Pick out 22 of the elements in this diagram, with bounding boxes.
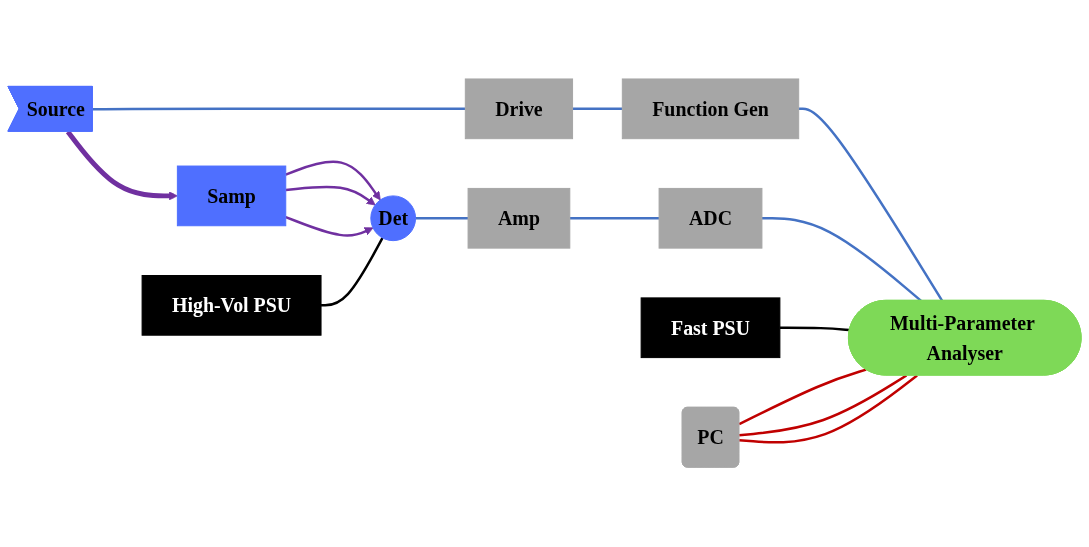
connector bbox=[798, 108, 944, 302]
connector bbox=[321, 237, 384, 308]
connector bbox=[738, 368, 867, 426]
connector bbox=[739, 375, 918, 445]
connector bbox=[779, 326, 850, 332]
node-box: Amp bbox=[467, 188, 571, 250]
node-box: Function Gen bbox=[621, 78, 800, 140]
node-box: Drive bbox=[464, 78, 574, 140]
arrow bbox=[285, 216, 374, 238]
connector bbox=[92, 108, 466, 112]
node-box: Fast PSU bbox=[640, 297, 781, 359]
node-box: High-Vol PSU bbox=[141, 275, 322, 337]
node-box: Samp bbox=[176, 166, 287, 227]
node-box: ADC bbox=[658, 188, 763, 250]
arrow bbox=[65, 130, 178, 201]
connector bbox=[572, 108, 623, 111]
connector bbox=[569, 217, 660, 220]
arrow bbox=[285, 160, 381, 201]
arrow bbox=[285, 186, 376, 206]
connector bbox=[415, 217, 469, 220]
connector bbox=[739, 374, 908, 437]
node-circle: Det bbox=[370, 195, 417, 242]
